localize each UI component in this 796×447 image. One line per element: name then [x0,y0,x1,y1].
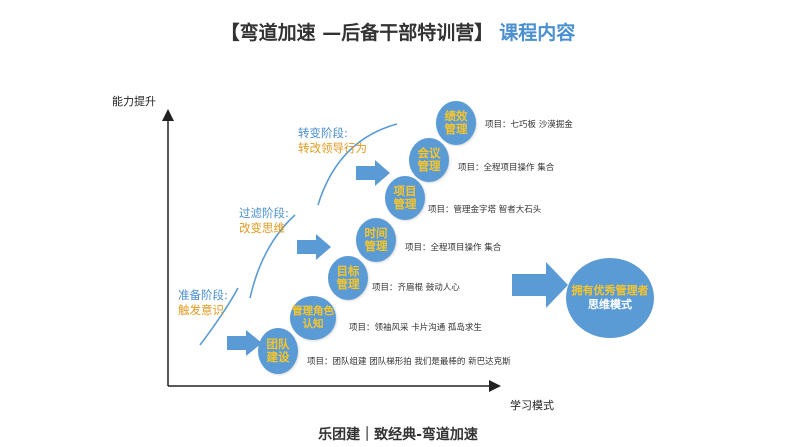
stage-label-transform: 转变阶段: 转改领导行为 [298,126,367,156]
module-item-role-cognition: 项目：领袖风采 卡片沟通 孤岛求生 [349,323,482,333]
stage-arc-1 [199,287,239,346]
module-item-meeting-management: 项目：全程项目操作 集合 [458,163,555,173]
stage-label-title: 转变阶段: [298,126,348,140]
module-team-building: 团队建设 [258,328,298,374]
module-meeting-management: 会议管理 [409,138,449,182]
module-name-line1: 时间 [364,226,388,240]
stage-label-sub: 触发意识 [178,303,224,317]
title-accent: 课程内容 [499,22,576,44]
block-arrow-3 [356,160,390,186]
module-role-cognition: 管理角色认知 [290,296,336,340]
stage-label-sub: 转改领导行为 [298,141,367,155]
module-name-line2: 管理 [393,197,417,211]
block-arrow-2 [297,234,331,260]
stage-arc-3 [317,123,398,206]
big-arrow [512,262,568,308]
module-name-line2: 建设 [266,350,290,364]
title-main: 【弯道加速 —后备干部特训营】 [220,22,494,44]
module-item-goal-management: 项目：齐眉棍 鼓动人心 [372,283,460,293]
stage-label-prepare: 准备阶段: 触发意识 [178,288,228,318]
module-name-line1: 管理角色 [292,305,334,317]
module-name-line1: 项目 [393,184,417,198]
module-name-line2: 管理 [336,277,360,291]
stage-label-sub: 改变思维 [239,221,285,235]
stage-arc-2 [249,214,296,299]
block-arrow-1 [227,330,262,356]
y-axis-label: 能力提升 [112,95,156,108]
module-item-team-building: 项目：团队组建 团队梯形拍 我们是最棒的 新巴达克斯 [307,357,511,367]
module-item-performance-management: 项目：七巧板 沙漠掘金 [485,120,573,130]
module-name-line2: 管理 [417,159,441,173]
module-performance-management: 绩效管理 [436,101,476,145]
module-item-project-management: 项目：管理金字塔 智者大石头 [428,205,542,215]
module-name-line2: 管理 [364,239,388,253]
stage-label-title: 准备阶段: [178,288,228,302]
module-name-line1: 团队 [266,337,290,351]
module-time-management: 时间管理 [356,218,396,262]
module-name-line1: 绩效 [444,109,468,123]
module-project-management: 项目管理 [385,176,425,220]
module-item-time-management: 项目：全程项目操作 集合 [405,243,502,253]
module-name-line2: 认知 [302,318,324,330]
x-axis-label: 学习模式 [510,399,554,412]
module-goal-management: 目标管理 [328,256,368,300]
footer-slogan: 乐团建｜致经典-弯道加速 [318,427,478,443]
goal-line1: 拥有优秀管理者 [571,284,649,297]
page-title: 【弯道加速 —后备干部特训营】课程内容 [0,18,796,45]
module-name-line1: 目标 [336,264,360,278]
goal-circle: 拥有优秀管理者 思维模式 [566,258,654,338]
goal-line2: 思维模式 [588,298,632,311]
stage-label-title: 过滤阶段: [239,206,289,220]
module-name-line2: 管理 [444,122,468,136]
stage-label-filter: 过滤阶段: 改变思维 [239,206,289,236]
module-name-line1: 会议 [417,146,441,160]
